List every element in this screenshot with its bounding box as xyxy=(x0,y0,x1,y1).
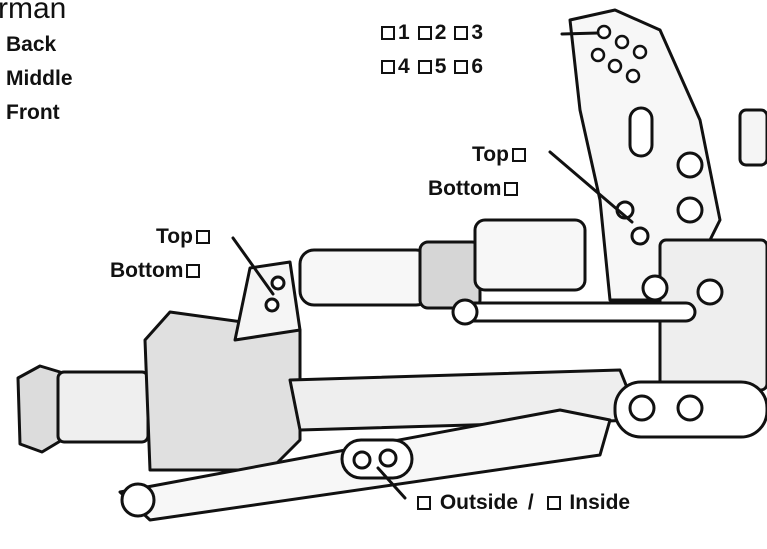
upper-top-checkbox[interactable] xyxy=(511,148,526,162)
outside-label: Outside xyxy=(439,491,519,514)
upper-bottom-option: Bottom xyxy=(428,178,521,199)
left-bottom-label: Bottom xyxy=(110,259,184,282)
leader-line-lower xyxy=(376,466,407,500)
hole-4-label: 4 xyxy=(398,55,410,78)
upper-top-label: Top xyxy=(472,143,509,166)
hole-4-checkbox[interactable] xyxy=(381,60,395,74)
axle-nut xyxy=(16,364,64,454)
left-top-checkbox[interactable] xyxy=(195,230,210,244)
leader-line-holes xyxy=(560,31,600,36)
leader-line-upper xyxy=(548,150,634,224)
hole-row-2: 4 5 6 xyxy=(378,56,488,77)
outside-checkbox[interactable] xyxy=(417,496,431,510)
hole-6-checkbox[interactable] xyxy=(454,60,469,74)
separator-label: / xyxy=(527,491,534,514)
left-bottom-option: Bottom xyxy=(110,260,203,281)
hole-2-checkbox[interactable] xyxy=(417,26,432,40)
leader-line-left xyxy=(231,236,275,296)
hole-3-label: 3 xyxy=(471,21,484,44)
hole-2-label: 2 xyxy=(434,21,447,44)
steering-rod xyxy=(453,301,697,323)
axle-spindle xyxy=(56,370,150,444)
left-top-label: Top xyxy=(156,225,193,248)
lower-link-slot xyxy=(340,438,414,480)
hole-3-checkbox[interactable] xyxy=(454,26,469,40)
upper-bottom-checkbox[interactable] xyxy=(504,182,519,196)
hole-1-checkbox[interactable] xyxy=(381,26,395,40)
hole-row-1: 1 2 3 xyxy=(378,22,488,43)
upper-turnbuckle xyxy=(298,248,432,307)
position-middle: Middle xyxy=(6,67,73,90)
upper-bottom-label: Bottom xyxy=(428,177,502,200)
inside-label: Inside xyxy=(569,491,631,514)
upper-top-option: Top xyxy=(472,144,529,165)
lower-link-option: Outside / Inside xyxy=(414,492,630,513)
hole-1-label: 1 xyxy=(398,21,410,44)
position-back: Back xyxy=(6,33,57,56)
inside-checkbox[interactable] xyxy=(546,496,561,510)
hole-5-label: 5 xyxy=(434,55,447,78)
heading-fragment: rman xyxy=(0,0,67,25)
hole-5-checkbox[interactable] xyxy=(417,60,432,74)
hole-6-label: 6 xyxy=(471,55,484,78)
steering-knuckle xyxy=(143,310,302,472)
position-front: Front xyxy=(6,101,60,124)
left-bottom-checkbox[interactable] xyxy=(186,264,201,278)
left-top-option: Top xyxy=(156,226,213,247)
